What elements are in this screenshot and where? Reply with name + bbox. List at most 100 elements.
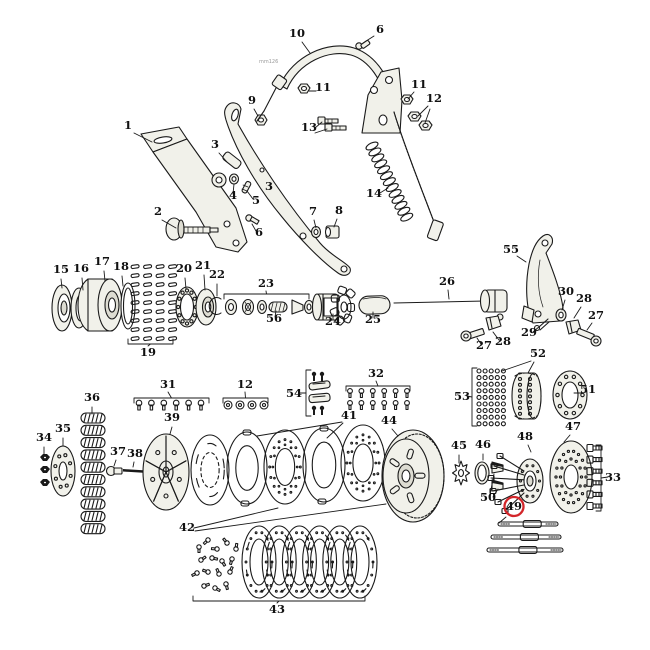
friction-ring	[281, 525, 317, 599]
retainer-dot	[192, 296, 197, 301]
leader-line	[203, 274, 206, 291]
leader-line	[333, 218, 338, 228]
coil-line	[91, 462, 95, 472]
friction-dot	[273, 476, 276, 480]
coil-line	[91, 499, 95, 509]
bolt-shaft	[592, 503, 603, 509]
ball	[476, 408, 482, 414]
coil	[394, 200, 408, 210]
friction-dot	[555, 466, 559, 470]
ball	[500, 401, 506, 407]
part-label-36: 36	[84, 390, 100, 404]
nut-bore	[249, 402, 255, 408]
ball	[494, 421, 500, 427]
group-bracket-23	[223, 293, 310, 300]
part-label-25: 25	[365, 312, 381, 326]
part-32-screw-set	[347, 388, 410, 411]
rivet	[201, 582, 211, 589]
friction-dot	[346, 450, 350, 454]
gear-tooth	[335, 315, 346, 326]
roller-dot	[517, 376, 523, 382]
friction-dot	[525, 464, 529, 468]
friction-dot	[295, 465, 299, 469]
stud-shaft	[492, 484, 525, 492]
clutch-disc-plain	[226, 429, 268, 507]
disc-face	[190, 434, 230, 506]
gear-tooth	[345, 288, 356, 299]
gear-body	[451, 460, 471, 486]
roller	[143, 264, 153, 270]
friction-dot	[576, 497, 581, 502]
roller	[130, 318, 140, 324]
screw-shank	[394, 392, 398, 399]
leader-line	[417, 105, 429, 117]
friction-dot	[361, 433, 365, 437]
rivet-head	[205, 537, 211, 543]
friction-dot	[244, 560, 248, 564]
stud-rod	[497, 521, 559, 527]
clutch-cable	[393, 111, 444, 242]
friction-dot	[583, 466, 587, 470]
bolt	[586, 478, 603, 487]
rivet-shank	[229, 566, 234, 572]
gear-tooth	[337, 285, 348, 295]
leader-line	[391, 428, 399, 437]
ball	[500, 375, 506, 381]
coil-line	[87, 462, 91, 472]
friction-dot	[335, 531, 339, 535]
bracket-tie	[600, 476, 609, 479]
plate-hole	[155, 450, 161, 456]
leader-line	[492, 488, 499, 498]
rivet-shank	[201, 555, 207, 561]
ball	[500, 388, 506, 394]
friction-dot	[254, 589, 258, 593]
group-bracket-32	[345, 385, 411, 392]
coil	[365, 141, 379, 151]
bolt	[586, 467, 603, 476]
friction-dot	[260, 531, 264, 535]
ball	[488, 408, 494, 414]
spring	[80, 473, 106, 486]
part-label-14: 14	[366, 186, 382, 200]
friction-dot	[329, 573, 333, 577]
roller-dot	[527, 394, 533, 399]
spring	[80, 424, 106, 436]
retainer-dot	[180, 319, 185, 324]
coil-line	[91, 524, 95, 534]
friction-dot	[355, 531, 359, 535]
retainer-dot	[184, 288, 190, 293]
hub-stud	[490, 462, 525, 476]
part-39-pressure-plate	[142, 433, 190, 511]
friction-ring	[342, 525, 378, 599]
bracket-tie	[276, 600, 280, 604]
friction-dot	[576, 452, 581, 457]
coil-line	[91, 438, 95, 448]
part-11-nut-left	[297, 83, 311, 94]
rivet-shank	[222, 537, 228, 543]
roller	[155, 318, 165, 324]
friction-dot	[376, 450, 380, 454]
friction-dot	[345, 560, 349, 564]
coil-line	[95, 425, 99, 435]
disc-face	[302, 427, 346, 503]
roller	[143, 300, 153, 306]
blotch	[285, 531, 313, 593]
part-label-35: 35	[55, 421, 71, 435]
friction-dot	[561, 452, 566, 457]
part-label-33: 33	[605, 470, 621, 484]
roller	[168, 300, 178, 306]
friction-dot	[348, 461, 352, 465]
part-label-29: 29	[521, 325, 537, 339]
coil-line	[99, 499, 103, 509]
spring-body	[80, 523, 106, 535]
leader-line	[193, 507, 279, 529]
screw-head	[185, 399, 192, 407]
bracket-tie	[375, 380, 379, 387]
nut-body	[247, 400, 257, 410]
retainer-dot	[189, 290, 194, 295]
part-label-27: 27	[476, 338, 492, 352]
friction-dot	[370, 573, 374, 577]
disc-hole	[57, 454, 62, 459]
part-label-51: 51	[580, 382, 596, 396]
